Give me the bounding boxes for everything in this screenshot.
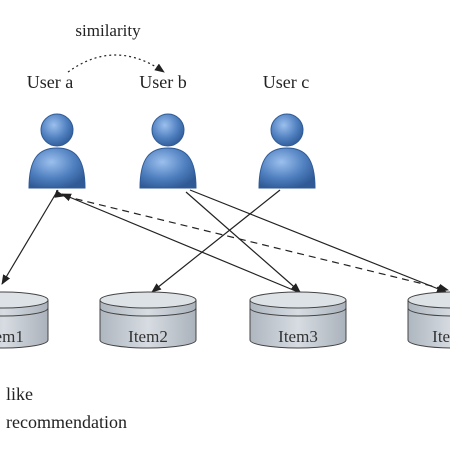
like-edge-user-a-item1 <box>1 189 59 285</box>
user-a-icon <box>28 113 86 189</box>
like-edge-item3-user-a <box>61 193 299 293</box>
like-edge-user-b-item4 <box>189 189 447 293</box>
user-b-label: User b <box>139 72 187 92</box>
item4-cylinder <box>407 291 450 349</box>
similarity-arrow <box>67 54 165 73</box>
item2-cylinder <box>99 291 197 349</box>
user-c-icon <box>258 113 316 189</box>
item2-label: Item2 <box>128 327 168 346</box>
user-b-icon <box>139 113 197 189</box>
item4-label: Item4 <box>432 327 450 346</box>
recommendation-edge-user-a-item4 <box>54 189 449 292</box>
similarity-label: similarity <box>75 21 141 40</box>
item1-label: Item1 <box>0 327 24 346</box>
user-c-label: User c <box>263 72 309 92</box>
like-edge-user-b-item3 <box>185 191 301 293</box>
legend-recommendation-label: recommendation <box>6 412 127 432</box>
item1-cylinder <box>0 291 49 349</box>
legend-like-label: like <box>6 384 33 404</box>
item3-cylinder <box>249 291 347 349</box>
user-a-label: User a <box>27 72 73 92</box>
item3-label: Item3 <box>278 327 318 346</box>
